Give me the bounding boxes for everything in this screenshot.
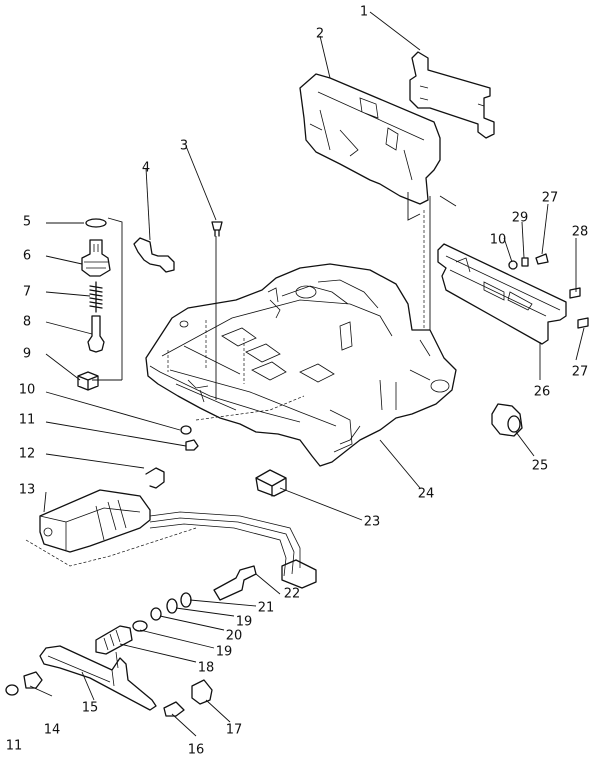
part-22-pin	[213, 565, 257, 601]
part-20-ring	[150, 607, 162, 621]
callout-2: 2	[316, 27, 324, 42]
callout-27-bottom: 27	[572, 365, 589, 380]
part-29-screw	[521, 257, 529, 267]
callout-15: 15	[82, 701, 99, 716]
part-8-shaft	[87, 315, 105, 353]
part-2-panel	[299, 73, 441, 205]
part-15-arm	[39, 645, 157, 711]
part-3-screw	[211, 221, 223, 237]
callout-labels: 1 2 3 4 5 6 7 8 9 10 10 11 11 12 13 14 1…	[6, 5, 589, 758]
callout-20: 20	[226, 629, 243, 644]
callout-6: 6	[23, 249, 31, 264]
callout-11-lower: 11	[6, 739, 23, 754]
callout-4: 4	[142, 161, 150, 176]
part-7-spring	[89, 281, 103, 313]
part-22-harness	[149, 511, 317, 589]
part-27-screw-top	[535, 253, 549, 265]
callout-5: 5	[23, 215, 31, 230]
part-10-washer-right	[508, 260, 518, 270]
part-28-screw	[569, 287, 581, 299]
callout-18: 18	[198, 661, 215, 676]
part-23-clip	[255, 469, 287, 497]
part-27-screw-bottom	[577, 317, 589, 329]
callout-27-top: 27	[542, 191, 559, 206]
callout-21: 21	[258, 601, 275, 616]
callout-24: 24	[418, 487, 435, 502]
part-25-roller	[491, 403, 523, 437]
leader-lines	[29, 11, 585, 737]
part-24-frame	[145, 263, 457, 467]
part-17-sleeve	[191, 679, 213, 705]
callout-7: 7	[23, 285, 31, 300]
callout-22: 22	[284, 587, 301, 602]
callout-29: 29	[512, 211, 529, 226]
part-9-block	[77, 371, 99, 391]
callout-3: 3	[180, 139, 188, 154]
part-21-ring	[180, 592, 192, 608]
part-5-ring	[85, 218, 107, 228]
callout-11-upper: 11	[19, 413, 36, 428]
part-4-lever	[133, 237, 175, 273]
callout-8: 8	[23, 315, 31, 330]
part-11-washer-lower	[5, 684, 19, 696]
part-6-gear	[81, 239, 111, 277]
part-13-solenoid	[25, 489, 197, 567]
part-19-ring-lower	[132, 620, 148, 632]
part-18-plunger	[95, 625, 133, 655]
callout-9: 9	[23, 347, 31, 362]
part-14-nut	[23, 671, 43, 689]
callout-1: 1	[360, 5, 368, 20]
part-12-clip	[145, 467, 165, 489]
part-10-washer-left	[180, 425, 192, 435]
callout-12: 12	[19, 447, 36, 462]
callout-14: 14	[44, 723, 61, 738]
callout-10-left: 10	[19, 383, 36, 398]
callout-25: 25	[532, 459, 549, 474]
callout-17: 17	[226, 723, 243, 738]
part-1-bracket	[409, 51, 495, 139]
part-11-nut-left	[185, 439, 199, 451]
part-26-rail	[437, 243, 567, 345]
callout-28: 28	[572, 225, 589, 240]
part-16-bushing	[163, 701, 185, 717]
part-19-ring-upper	[166, 598, 178, 614]
callout-26: 26	[534, 385, 551, 400]
callout-19-lower: 19	[216, 645, 233, 660]
callout-10-right: 10	[490, 233, 507, 248]
callout-16: 16	[188, 743, 205, 758]
callout-23: 23	[364, 515, 381, 530]
callout-19-upper: 19	[236, 615, 253, 630]
callout-13: 13	[19, 483, 36, 498]
